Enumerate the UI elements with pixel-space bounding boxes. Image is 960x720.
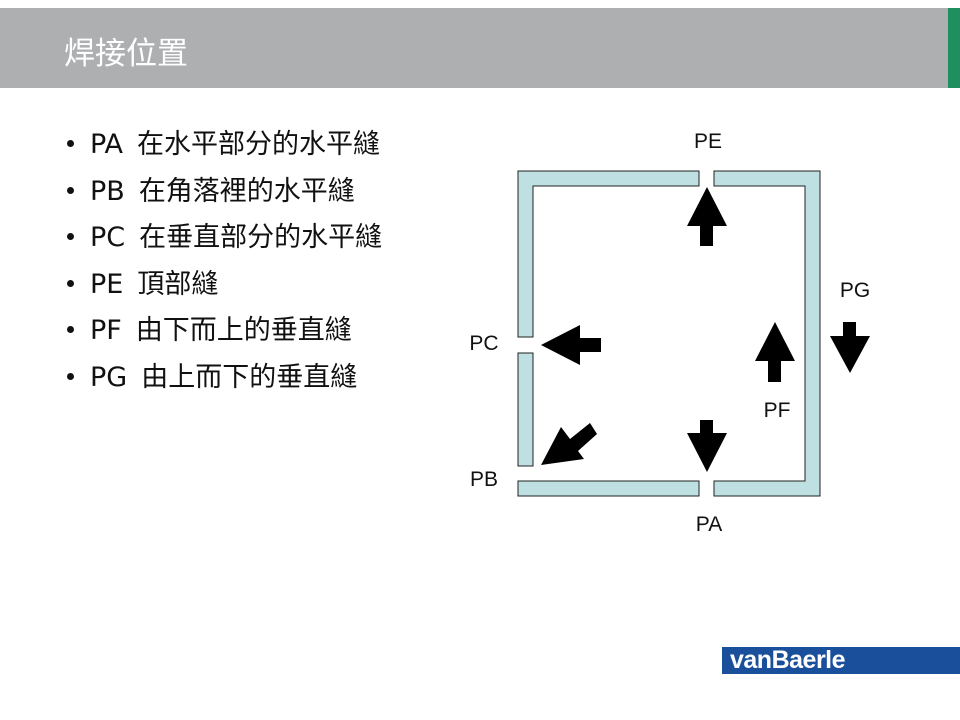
header-accent xyxy=(948,8,960,88)
plate-bottom-left xyxy=(517,480,700,497)
bullet-list: PA 在水平部分的水平縫 PB 在角落裡的水平縫 PC 在垂直部分的水平縫 PE 頂部縫… xyxy=(64,122,382,401)
label-pg: PG xyxy=(840,279,870,302)
arrow-pe-up-icon xyxy=(687,187,727,246)
plate-top-left xyxy=(517,170,700,338)
bullet-icon xyxy=(67,186,74,194)
position-desc: 在角落裡的水平縫 xyxy=(138,175,355,207)
list-item: PA 在水平部分的水平縫 xyxy=(64,122,382,169)
vanbaerle-logo: vanBaerle xyxy=(722,647,960,674)
list-item: PF 由下而上的垂直縫 xyxy=(64,308,382,355)
position-desc: 在水平部分的水平縫 xyxy=(137,129,381,160)
position-code: PG xyxy=(90,361,128,393)
arrow-pc-left-icon xyxy=(541,325,601,365)
position-code: PF xyxy=(90,315,122,346)
label-pf: PF xyxy=(764,399,791,422)
position-desc: 由上而下的垂直縫 xyxy=(141,361,358,393)
position-code: PB xyxy=(90,175,125,207)
list-item: PG 由上而下的垂直縫 xyxy=(64,355,382,402)
arrow-pg-down-icon xyxy=(830,322,870,373)
arrow-pa-down-icon xyxy=(687,420,727,472)
plate-top-right-side xyxy=(713,170,821,497)
arrow-pb-diagonal-icon xyxy=(541,423,597,465)
position-desc: 由下而上的垂直縫 xyxy=(135,315,352,346)
bullet-icon xyxy=(67,279,74,287)
bullet-icon xyxy=(67,372,74,380)
label-pb: PB xyxy=(470,468,498,491)
bullet-icon xyxy=(67,233,74,240)
position-code: PA xyxy=(90,129,124,160)
header-bar xyxy=(0,8,948,88)
position-desc: 頂部縫 xyxy=(137,268,219,300)
arrow-pf-up-icon xyxy=(755,322,795,382)
list-item: PC 在垂直部分的水平縫 xyxy=(64,215,382,262)
label-pa: PA xyxy=(696,513,722,536)
label-pc: PC xyxy=(469,332,498,355)
list-item: PE 頂部縫 xyxy=(64,262,382,309)
list-item: PB 在角落裡的水平縫 xyxy=(64,169,382,216)
plate-left-lower xyxy=(517,352,534,467)
position-desc: 在垂直部分的水平縫 xyxy=(139,222,383,253)
label-pe: PE xyxy=(694,130,722,153)
bullet-icon xyxy=(67,140,74,147)
position-code: PC xyxy=(90,222,126,253)
position-code: PE xyxy=(90,268,124,300)
bullet-icon xyxy=(67,326,74,333)
slide-title: 焊接位置 xyxy=(64,36,188,72)
